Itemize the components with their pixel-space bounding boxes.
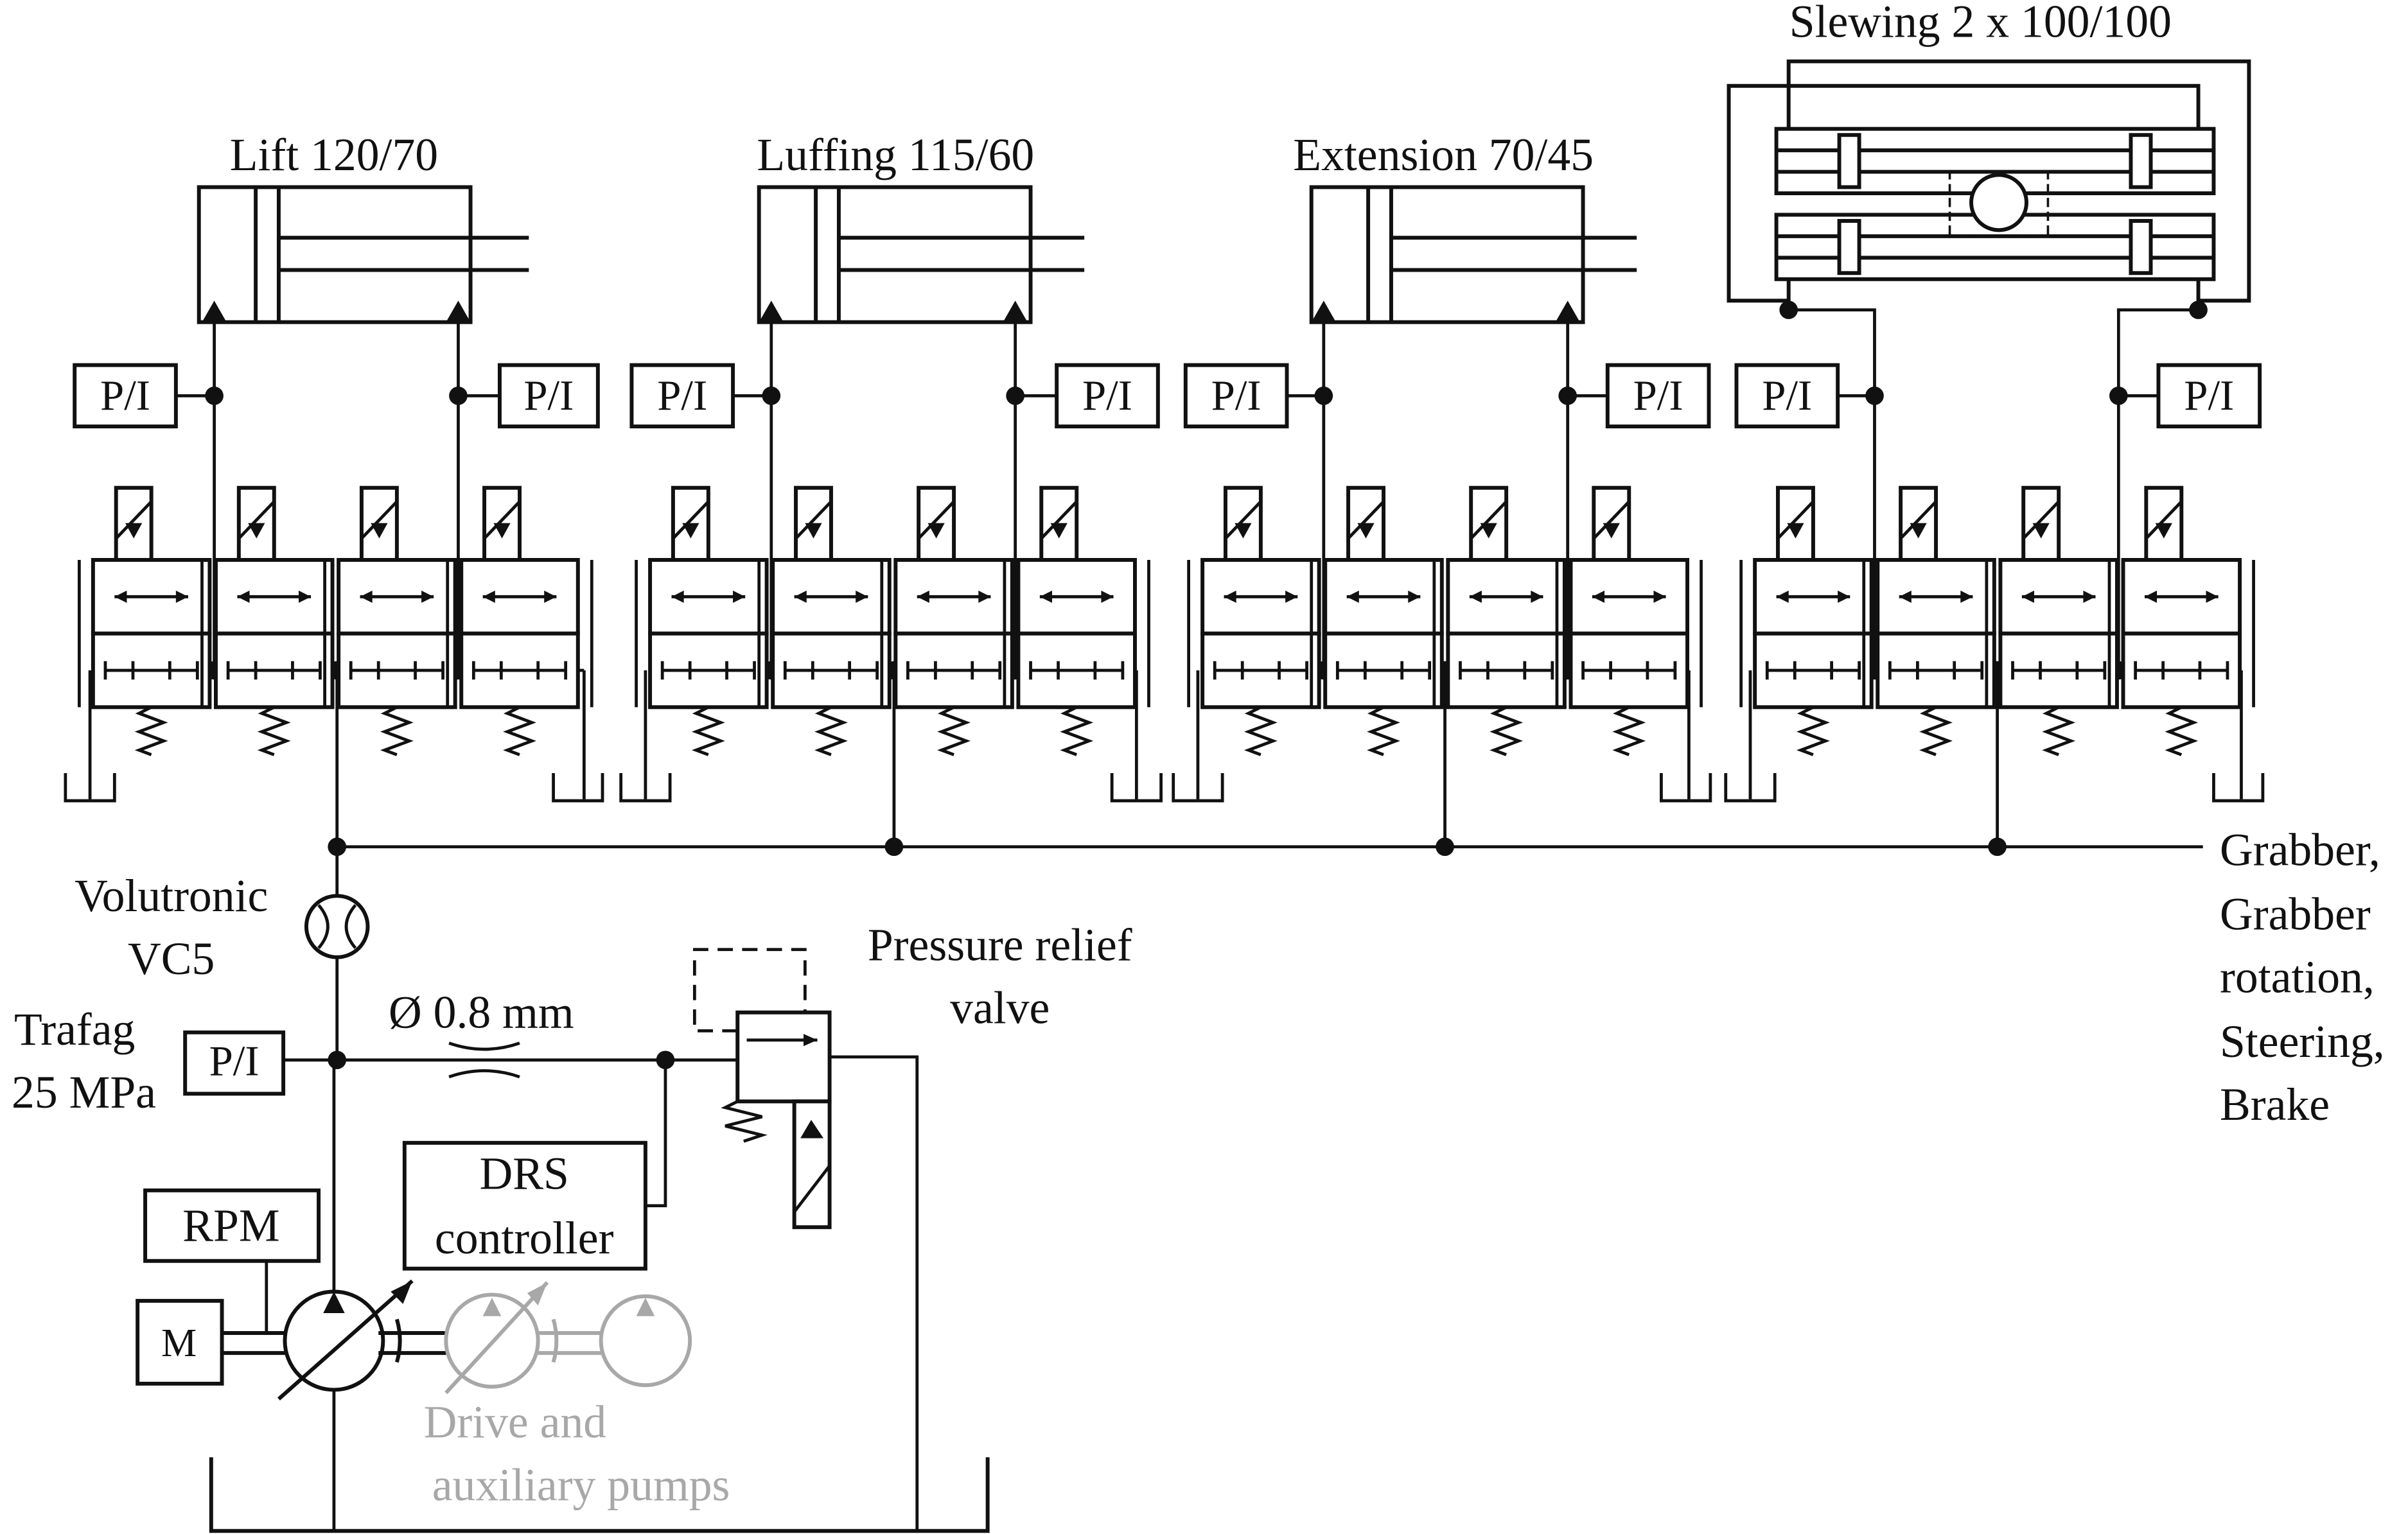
lift-pi-transducer-right (497, 363, 600, 429)
lift-group: Lift 120/70 P/I P/I (66, 129, 602, 847)
extension-cylinder (1309, 185, 1637, 324)
pressure-sensor-label-2: 25 MPa (12, 1067, 156, 1118)
slewing-pi-transducer-left (1734, 363, 1840, 429)
luffing-pi-label-left: P/I (657, 372, 707, 419)
luffing-label: Luffing 115/60 (757, 129, 1034, 180)
lift-pi-label-right: P/I (523, 372, 574, 419)
rpm-label: RPM (182, 1200, 279, 1251)
consumer-line-5: Brake (2220, 1079, 2330, 1130)
slewing-label: Slewing 2 x 100/100 (1789, 0, 2172, 47)
main-supply-line (328, 837, 2203, 857)
lift-pi-label-left: P/I (100, 372, 150, 419)
slewing-pi-transducer-right (2156, 363, 2262, 429)
slewing-cylinders (1727, 59, 2251, 310)
flowmeter-label-1: Volutronic (75, 870, 268, 921)
main-pump (222, 1279, 446, 1401)
consumer-line-1: Grabber, (2220, 824, 2380, 875)
lift-cylinder (197, 185, 529, 324)
aux-pumps-label-2: auxiliary pumps (432, 1459, 730, 1510)
relief-valve-label-2: valve (950, 982, 1050, 1033)
auxiliary-pumps (444, 1281, 692, 1395)
pressure-relief-valve (692, 948, 919, 1531)
flowmeter-label-2: VC5 (128, 933, 215, 984)
lift-label: Lift 120/70 (230, 129, 438, 180)
pressure-sensor-label-1: Trafag (14, 1004, 135, 1055)
pressure-sensor (183, 1030, 347, 1096)
extension-pi-label-left: P/I (1211, 372, 1261, 419)
slewing-group: Slewing 2 x 100/100 (1726, 0, 2263, 847)
slewing-pi-label-left: P/I (1762, 372, 1812, 419)
luffing-pi-transducer-right (1055, 363, 1160, 429)
reservoir-tank (209, 1457, 990, 1533)
rpm-sensor (143, 1188, 321, 1334)
luffing-valve-4 (1005, 488, 1149, 755)
consumer-line-3: rotation, (2220, 952, 2375, 1003)
extension-label: Extension 70/45 (1293, 129, 1594, 180)
lift-pi-transducer-left (73, 363, 178, 429)
extension-pi-transducer-right (1605, 363, 1711, 429)
controller-label-1: DRS (479, 1147, 568, 1199)
extension-valve-4 (1557, 488, 1701, 755)
pressure-sensor-pi-label: P/I (209, 1038, 259, 1085)
orifice-label: Ø 0.8 mm (389, 987, 574, 1038)
drs-controller (402, 1140, 647, 1271)
extension-pi-transducer-left (1183, 363, 1289, 429)
luffing-pi-transducer-left (629, 363, 735, 429)
slewing-valve-4 (2109, 488, 2254, 755)
aux-pumps-label-1: Drive and (424, 1396, 607, 1447)
extension-group: Extension 70/45 P/I P/ (1173, 129, 1710, 847)
motor-label: M (161, 1321, 197, 1365)
consumer-line-2: Grabber (2220, 889, 2371, 940)
flowmeter (304, 846, 370, 1059)
consumer-line-4: Steering, (2220, 1016, 2385, 1067)
slewing-pi-label-right: P/I (2184, 372, 2234, 419)
motor (136, 1298, 224, 1386)
luffing-cylinder (757, 185, 1085, 324)
consumers-label: Grabber, Grabber rotation, Steering, Bra… (2220, 824, 2385, 1130)
lift-valve-4 (448, 488, 592, 755)
luffing-group: Luffing 115/60 P/I P/I (621, 129, 1161, 847)
controller-label-2: controller (435, 1212, 614, 1264)
extension-pi-label-right: P/I (1633, 372, 1683, 419)
relief-valve-label-1: Pressure relief (868, 920, 1132, 971)
luffing-pi-label-right: P/I (1082, 372, 1132, 419)
